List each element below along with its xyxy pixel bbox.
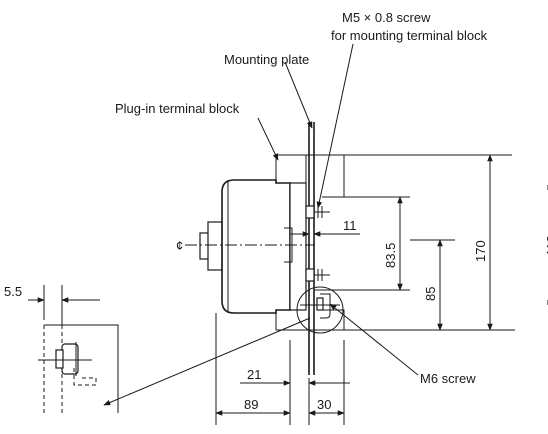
mounting-plate-label: Mounting plate [224,52,309,67]
dim-21: 21 [247,367,261,382]
lower-screw [305,268,330,282]
dim-170: 170 [473,240,488,262]
dim-11: 11 [343,218,357,233]
dim-85: 85 [423,287,438,301]
m6-screw-detail-view [38,324,119,413]
dim-83-5: 83.5 [383,243,398,268]
vertical-dimensions [397,154,548,331]
plug-in-terminal-block [289,182,307,311]
plug-in-terminal-block-label: Plug-in terminal block [115,101,240,116]
dim-89: 89 [244,397,258,412]
m6-screw-label: M6 screw [420,371,476,386]
horizontal-dimensions [28,231,360,416]
relay-knob-collar [207,221,223,271]
extension-lines [215,154,515,425]
leader-lines [103,43,419,406]
dim-112: 112 [544,235,548,256]
screw-mounting-label-line2: for mounting terminal block [331,28,488,43]
dim-5-5: 5.5 [4,284,22,299]
dim-30: 30 [317,397,331,412]
relay-side-view [185,122,345,375]
relay-body [221,179,291,314]
screw-mounting-label-line1: M5 × 0.8 screw [342,10,431,25]
m6-screw-detail-circle [296,286,344,334]
centerline-symbol: ¢ [176,238,183,253]
